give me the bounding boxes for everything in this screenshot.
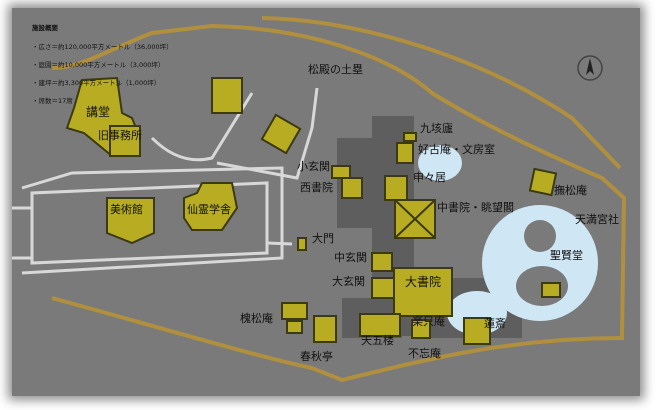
building-seiken — [541, 282, 561, 298]
map-layer — [12, 16, 627, 383]
building-old-office — [109, 125, 141, 157]
building-rensai — [463, 317, 491, 345]
label-naka-shoin[interactable]: 中書院・眺望閣 — [437, 201, 514, 214]
building-kaisho-2 — [286, 320, 303, 334]
building-museum — [106, 197, 155, 245]
label-tengo[interactable]: 天五楼 — [361, 334, 394, 347]
label-seiken[interactable]: 聖賢堂 — [550, 249, 583, 262]
building-busho — [528, 167, 558, 197]
label-shinshin[interactable]: 申々居 — [413, 171, 446, 184]
building-north-2 — [260, 113, 302, 155]
label-shogenkan[interactable]: 小玄関 — [297, 160, 330, 173]
building-tengo — [359, 313, 401, 337]
building-nishi-shoin — [341, 177, 363, 199]
building-shogenkan — [331, 165, 351, 179]
building-dai-shoin — [393, 267, 453, 317]
label-rensai[interactable]: 蓮斎 — [484, 317, 506, 330]
label-fubo[interactable]: 不忘庵 — [408, 347, 441, 360]
label-old-office[interactable]: 旧事務所 — [98, 129, 142, 142]
building-naka-genkan — [371, 252, 393, 272]
pond — [418, 145, 598, 335]
building-shinshin — [384, 175, 408, 201]
building-senrei — [183, 182, 239, 231]
overview-item: ・広さ＝約120,000平方メートル（36,000坪） — [32, 43, 173, 51]
label-dai-shoin[interactable]: 大書院 — [405, 275, 442, 289]
building-shunju — [313, 315, 337, 343]
buildings — [65, 76, 561, 345]
label-kouko[interactable]: 好古庵・文房室 — [418, 143, 495, 156]
label-kaisho[interactable]: 槐松庵 — [240, 312, 273, 325]
label-daimon[interactable]: 大門 — [312, 232, 334, 245]
label-embankment: 松殿の土塁 — [308, 63, 363, 76]
overview-item: ・席数＝17席 — [32, 97, 73, 105]
map: 施設概要 ・広さ＝約120,000平方メートル（36,000坪） ・庭園＝約10… — [12, 8, 640, 396]
roads — [12, 87, 319, 275]
label-senrei[interactable]: 仙霊学舎 — [187, 203, 231, 216]
building-rakushi — [411, 319, 431, 339]
overview-item: ・庭園＝約10,000平方メートル（3,000坪） — [32, 61, 165, 69]
facility-overview: 施設概要 ・広さ＝約120,000平方メートル（36,000坪） ・庭園＝約10… — [32, 22, 173, 113]
label-shunju[interactable]: 春秋亭 — [300, 350, 333, 363]
overview-title: 施設概要 — [32, 24, 58, 32]
naka-shoin-roof — [394, 199, 436, 239]
building-kyugai — [403, 132, 417, 142]
label-naka-genkan[interactable]: 中玄関 — [334, 251, 367, 264]
label-rakushi[interactable]: 楽只庵 — [412, 315, 445, 328]
overview-item: ・建坪＝約3,300平方メートル（1,000坪） — [32, 79, 161, 87]
building-kouko — [396, 142, 414, 164]
label-kodo[interactable]: 講堂 — [86, 105, 111, 119]
label-dai-genkan[interactable]: 大玄関 — [332, 275, 365, 288]
embankment-line — [51, 23, 627, 383]
north-arrow-icon — [577, 55, 603, 81]
label-kyugai[interactable]: 九垓廬 — [420, 122, 453, 135]
label-tenmangu[interactable]: 天満宮社 — [575, 213, 619, 226]
building-kaisho-1 — [281, 302, 308, 320]
building-dai-genkan — [371, 277, 395, 299]
building-north-1 — [211, 77, 243, 114]
label-museum[interactable]: 美術館 — [110, 203, 143, 216]
label-nishi-shoin[interactable]: 西書院 — [300, 181, 333, 194]
label-busho[interactable]: 撫松庵 — [554, 184, 587, 197]
embankment-line-north — [261, 16, 622, 170]
building-daimon — [297, 237, 307, 251]
